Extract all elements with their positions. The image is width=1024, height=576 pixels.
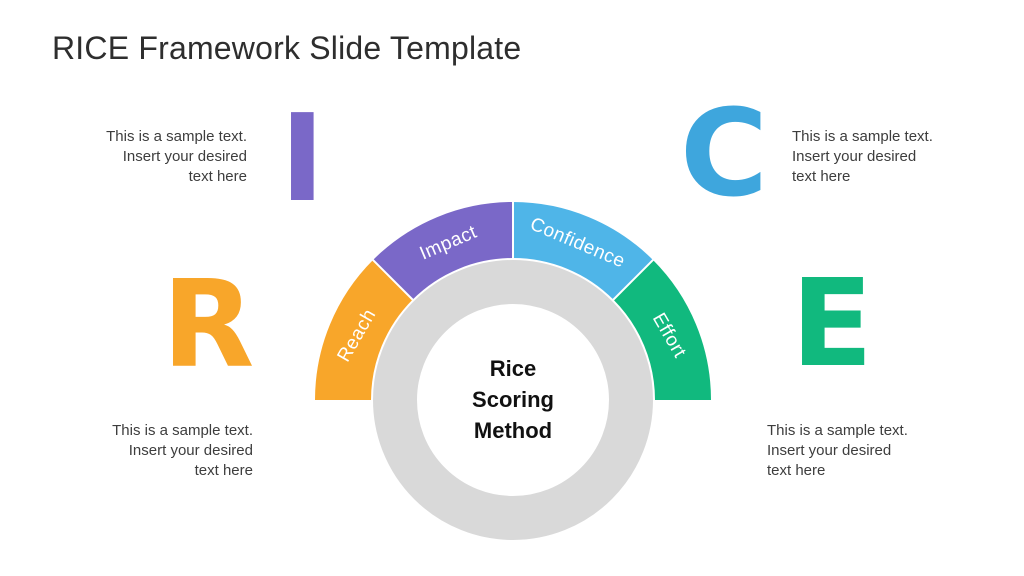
sample-text-top-left: This is a sample text. Insert your desir… (97, 127, 247, 187)
segment-impact (373, 202, 514, 301)
sample-text-line: Insert your desired (767, 442, 892, 459)
sample-text-line: text here (767, 462, 826, 479)
sample-text-line: This is a sample text. (106, 128, 247, 145)
sample-text-bottom-right: This is a sample text. Insert your desir… (767, 421, 927, 481)
letter-i: I (280, 90, 325, 229)
gauge-center-title-line: Rice (489, 356, 537, 381)
sample-text-line: This is a sample text. (767, 422, 908, 439)
segment-effort (612, 260, 711, 401)
segment-reach (315, 260, 414, 401)
sample-text-line: This is a sample text. (112, 422, 253, 439)
sample-text-top-right: This is a sample text. Insert your desir… (792, 127, 952, 187)
sample-text-line: Insert your desired (792, 148, 917, 165)
gauge-center-title-line: Scoring (472, 387, 554, 412)
rice-gauge-diagram: Reach Impact Confidence Effort (315, 200, 711, 540)
slide-title: RICE Framework Slide Template (52, 30, 522, 66)
segment-divider (370, 257, 415, 302)
segment-divider (611, 257, 656, 302)
sample-text-line: text here (792, 168, 851, 185)
sample-text-line: Insert your desired (122, 148, 247, 165)
sample-text-line: text here (194, 462, 253, 479)
segment-confidence (512, 202, 653, 301)
sample-text-line: text here (188, 168, 247, 185)
letter-c: C (680, 85, 769, 224)
sample-text-bottom-left: This is a sample text. Insert your desir… (103, 421, 253, 481)
sample-text-line: This is a sample text. (792, 128, 933, 145)
gray-donut-ring (373, 260, 653, 540)
gauge-center-title-line: Method (473, 418, 553, 443)
sample-text-line: Insert your desired (128, 442, 253, 459)
gauge-center-title: Rice Scoring Method (413, 353, 613, 446)
letter-e: E (791, 255, 873, 394)
letter-r: R (162, 256, 255, 395)
